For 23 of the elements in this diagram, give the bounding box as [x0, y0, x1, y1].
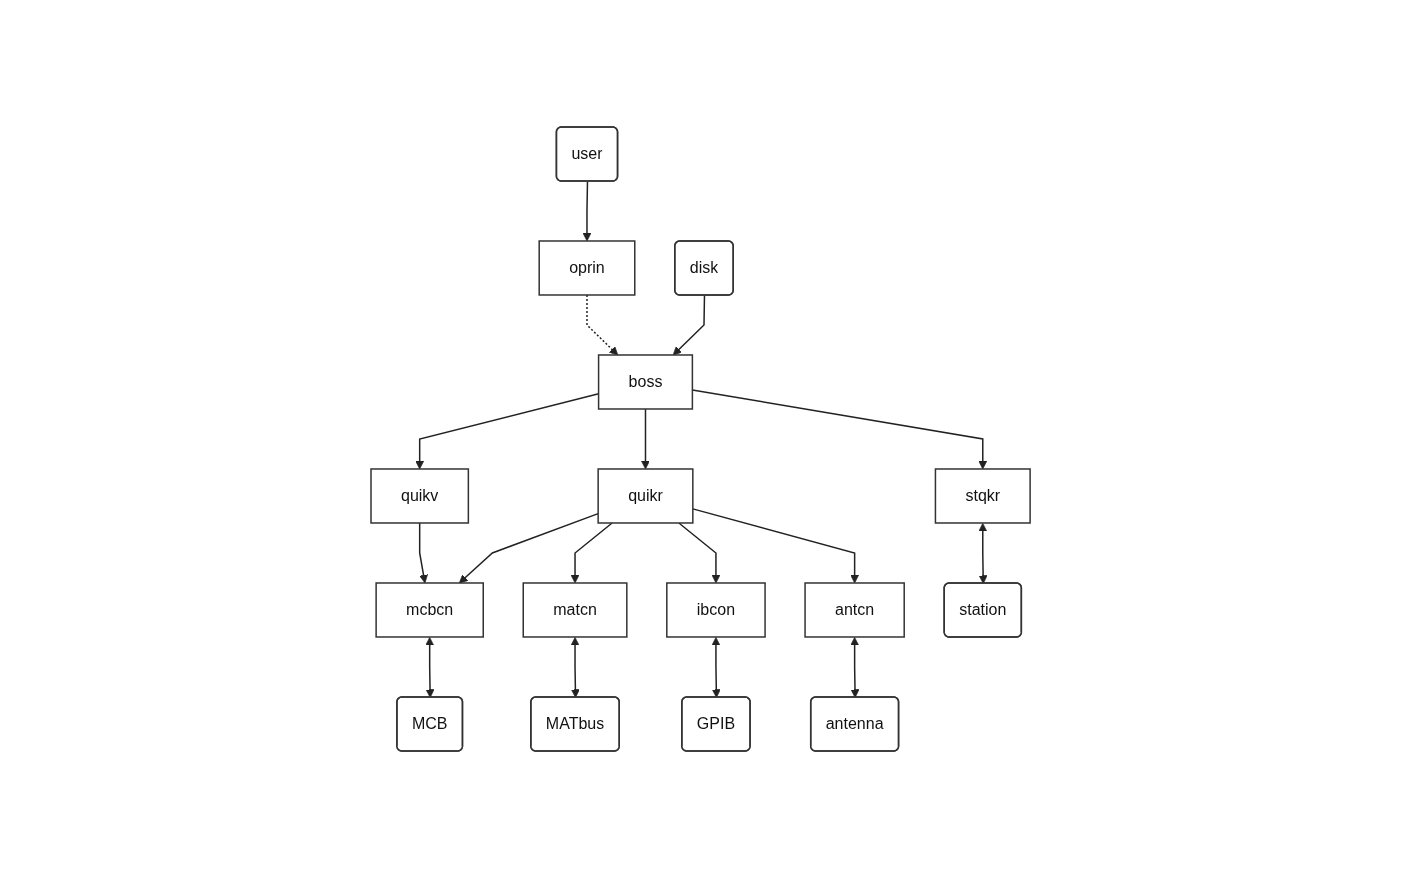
arrow: [571, 521, 614, 583]
node-box: mcbcn: [375, 581, 485, 638]
arrow: [425, 636, 435, 698]
node-box: antcn: [804, 581, 906, 638]
node-box: oprin: [538, 239, 636, 296]
arrow: [678, 521, 721, 583]
node-box: ibcon: [666, 581, 767, 638]
arrow: [641, 407, 651, 469]
arrow: [415, 392, 600, 469]
node-box: quikv: [370, 467, 470, 524]
arrow: [850, 636, 860, 698]
arrow: [571, 636, 581, 698]
arrow: [583, 180, 592, 241]
arrow: [586, 293, 619, 355]
arrow: [673, 294, 706, 355]
arrow: [712, 636, 722, 698]
node-box: boss: [598, 353, 694, 410]
node-box: matcn: [522, 581, 628, 638]
node-box: stqkr: [935, 467, 1032, 524]
arrow: [692, 388, 988, 469]
arrow: [419, 521, 429, 583]
node-box: quikr: [597, 467, 694, 524]
arrow: [978, 522, 988, 584]
